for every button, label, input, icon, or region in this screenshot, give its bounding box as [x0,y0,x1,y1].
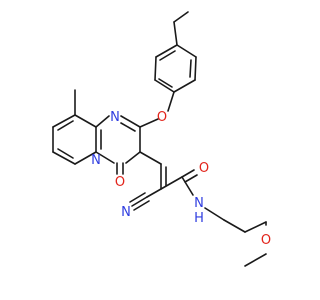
structure-diagram: N N O O N O N H O [52,11,271,267]
bond [120,122,136,132]
bond [154,79,175,93]
atom-n-ring-bottom: N [91,153,101,168]
bond [173,79,196,93]
bond [57,148,74,159]
bond [154,56,157,81]
bonds [52,11,267,267]
bond [52,114,76,128]
atom-o-ether: O [157,110,167,125]
bond [146,188,162,198]
bond [160,176,183,190]
bond [133,200,150,211]
molecule-canvas: N N O O N O N H O [52,11,271,267]
bond [74,114,97,128]
bond [57,120,74,131]
bond [244,253,267,267]
atom-n-ring-top: N [110,110,120,125]
nitrile-bond [129,192,150,211]
bond [95,151,115,164]
bond [189,59,192,78]
bond [204,207,225,221]
bond [159,50,176,61]
bond [120,115,141,128]
bond [129,192,146,203]
bond [158,78,173,88]
atom-labels: N N O O N O N H O [91,110,271,248]
bond [181,169,195,178]
bond [173,21,178,46]
bond [194,56,197,81]
bond [139,118,159,128]
atom-o-ketone: O [115,175,125,190]
bond [74,151,97,165]
atom-n-nitrile: N [121,205,131,220]
bond [184,174,198,183]
bond [131,196,148,207]
bond [173,11,189,23]
bond [155,44,178,58]
bond [139,151,162,165]
bond [52,151,76,165]
atom-o-amide: O [199,161,209,176]
atom-o-methoxy: O [261,233,271,248]
bond [244,221,267,233]
bond [125,151,141,164]
atom-h-amide: H [194,211,204,226]
bond [176,44,197,58]
bond [181,176,194,196]
atom-n-amide: N [194,196,204,211]
bond [167,91,175,112]
bond [223,219,246,233]
bond [95,115,110,128]
